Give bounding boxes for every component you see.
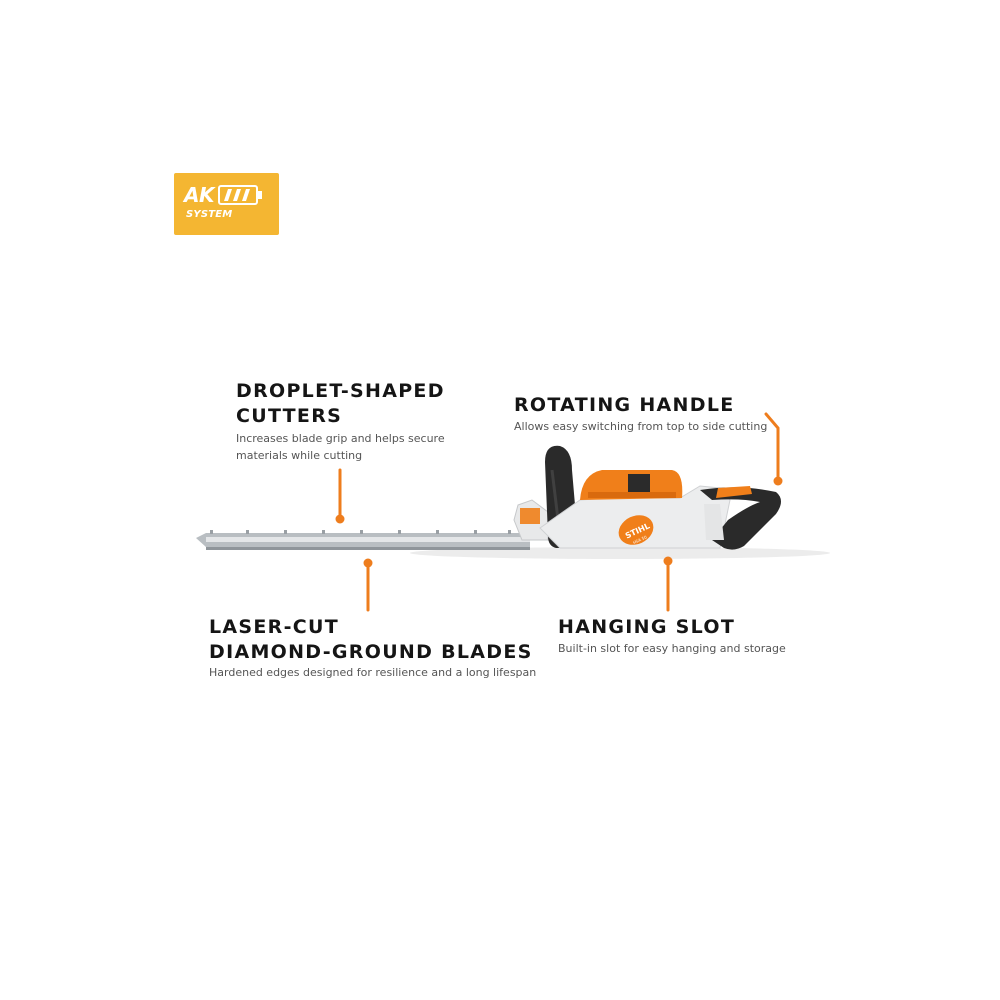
callout-title-rotating-handle: ROTATING HANDLE [514, 394, 735, 416]
model-label: HSA 50 [632, 534, 648, 545]
battery-icon [218, 185, 262, 205]
callout-title-laser-line1: LASER-CUT [209, 616, 340, 638]
callout-title-laser-blades: LASER-CUT DIAMOND-GROUND BLADES [209, 615, 533, 665]
blade-bar [196, 533, 530, 550]
callout-title-droplet-line1: DROPLET-SHAPED [236, 380, 445, 402]
callout-title-hanging-slot: HANGING SLOT [558, 616, 736, 638]
brand-logo [618, 515, 654, 545]
ak-logo-text: AK [184, 183, 214, 207]
callout-desc-laser-blades: Hardened edges designed for resilience a… [209, 666, 537, 679]
callout-title-droplet-line2: CUTTERS [236, 405, 343, 427]
callout-desc-rotating-handle: Allows easy switching from top to side c… [514, 420, 768, 433]
ak-system-logo: AK SYSTEM [174, 173, 279, 235]
callout-desc-droplet-line2: materials while cutting [236, 449, 363, 462]
blade-teeth [210, 530, 511, 534]
callout-desc-droplet-cutters: Increases blade grip and helps secure ma… [236, 430, 445, 464]
callout-title-droplet-cutters: DROPLET-SHAPED CUTTERS [236, 379, 445, 429]
callout-desc-droplet-line1: Increases blade grip and helps secure [236, 432, 445, 445]
callout-desc-hanging-slot: Built-in slot for easy hanging and stora… [558, 642, 786, 655]
callout-title-laser-line2: DIAMOND-GROUND BLADES [209, 641, 533, 663]
ak-system-text: SYSTEM [186, 209, 233, 220]
